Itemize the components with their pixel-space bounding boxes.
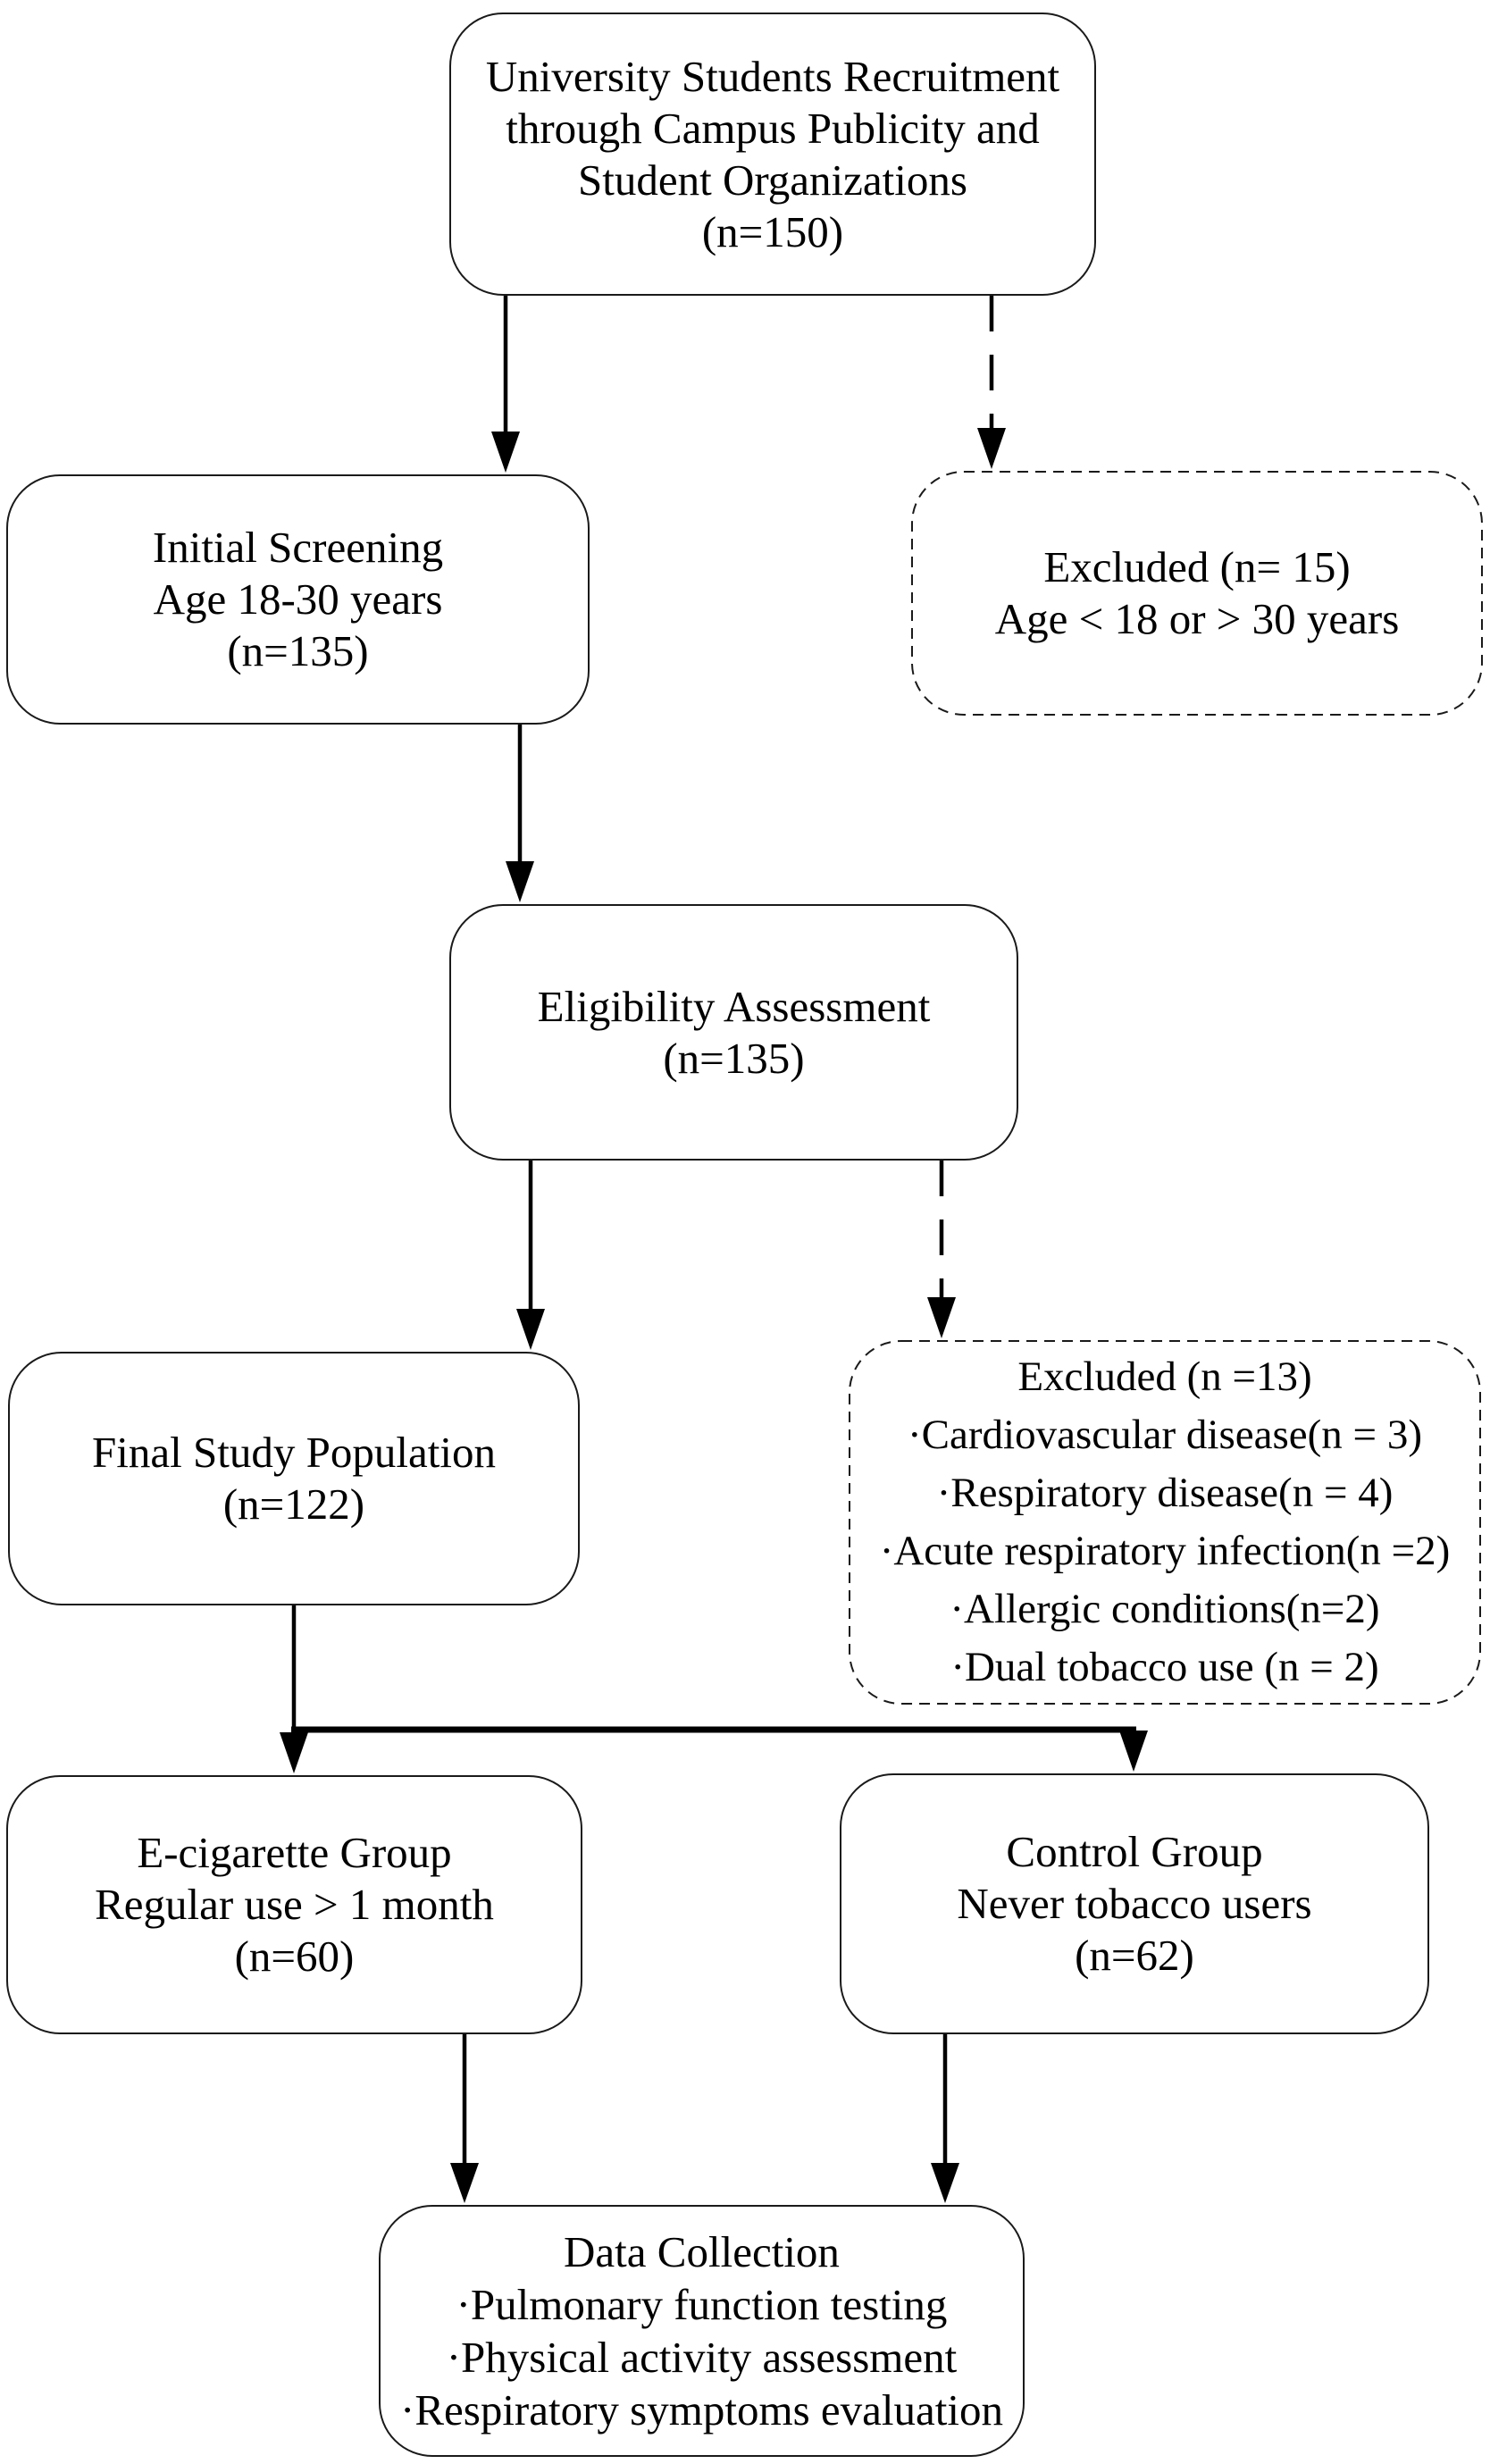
recruitment-box: University Students Recruitment through … (449, 13, 1096, 296)
final-population-line: Final Study Population (92, 1428, 496, 1477)
data-collection-box: Data Collection ·Pulmonary function test… (379, 2205, 1025, 2457)
excluded-medical-line: ·Allergic conditions(n=2) (950, 1586, 1380, 1632)
excluded-medical-line: Excluded (n =13) (1017, 1354, 1312, 1400)
initial-screening-line: Initial Screening (152, 523, 444, 572)
excluded-medical-line: ·Acute respiratory infection(n =2) (879, 1528, 1451, 1574)
ecig-group-line: E-cigarette Group (137, 1828, 452, 1877)
dashed-arrow-recruitment-to-excluded-age (977, 296, 1006, 469)
final-population-box: Final Study Population (n=122) (8, 1352, 580, 1605)
ecig-group-box: E-cigarette Group Regular use > 1 month … (6, 1775, 582, 2034)
excluded-age-box-border (911, 471, 1483, 716)
initial-screening-box: Initial Screening Age 18-30 years (n=135… (6, 474, 590, 725)
arrow-ecig-group-to-data-collection (450, 2034, 479, 2203)
recruitment-count: (n=150) (701, 206, 844, 256)
ecig-group-count: (n=60) (234, 1932, 355, 1981)
arrow-initial-screening-to-eligibility (506, 725, 534, 902)
data-collection-line: ·Physical activity assessment (446, 2333, 958, 2382)
recruitment-line: University Students Recruitment (485, 51, 1060, 101)
excluded-medical-line: ·Cardiovascular disease(n = 3) (908, 1412, 1422, 1458)
data-collection-title: Data Collection (564, 2227, 840, 2276)
control-group-line: Control Group (1006, 1827, 1263, 1876)
control-group-box: Control Group Never tobacco users (n=62) (840, 1773, 1429, 2034)
final-population-count: (n=122) (222, 1479, 365, 1529)
excluded-medical-box-border (849, 1340, 1481, 1705)
excluded-age-box: Excluded (n= 15) Age < 18 or > 30 years (911, 471, 1483, 716)
excluded-medical-box: Excluded (n =13) ·Cardiovascular disease… (849, 1340, 1481, 1705)
eligibility-box: Eligibility Assessment (n=135) (449, 904, 1018, 1161)
recruitment-line: Student Organizations (578, 155, 967, 205)
eligibility-line: Eligibility Assessment (537, 981, 931, 1031)
arrow-eligibility-to-final-population (516, 1161, 545, 1350)
control-group-line: Never tobacco users (957, 1879, 1312, 1928)
branch-connector-final-population (280, 1605, 1148, 1773)
eligibility-count: (n=135) (663, 1033, 805, 1083)
control-group-count: (n=62) (1075, 1931, 1194, 1980)
excluded-age-line: Age < 18 or > 30 years (994, 594, 1400, 643)
data-collection-line: ·Pulmonary function testing (456, 2280, 948, 2329)
arrow-recruitment-to-initial-screening (491, 296, 520, 473)
dashed-arrow-eligibility-to-excluded-medical (927, 1161, 956, 1338)
arrow-control-group-to-data-collection (931, 2034, 959, 2203)
ecig-group-line: Regular use > 1 month (95, 1880, 494, 1929)
initial-screening-count: (n=135) (227, 626, 369, 675)
data-collection-line: ·Respiratory symptoms evaluation (400, 2385, 1003, 2435)
excluded-age-line: Excluded (n= 15) (1043, 542, 1351, 591)
recruitment-line: through Campus Publicity and (506, 103, 1040, 153)
excluded-medical-line: ·Dual tobacco use (n = 2) (950, 1644, 1379, 1690)
initial-screening-line: Age 18-30 years (153, 574, 443, 624)
excluded-medical-line: ·Respiratory disease(n = 4) (936, 1470, 1394, 1516)
